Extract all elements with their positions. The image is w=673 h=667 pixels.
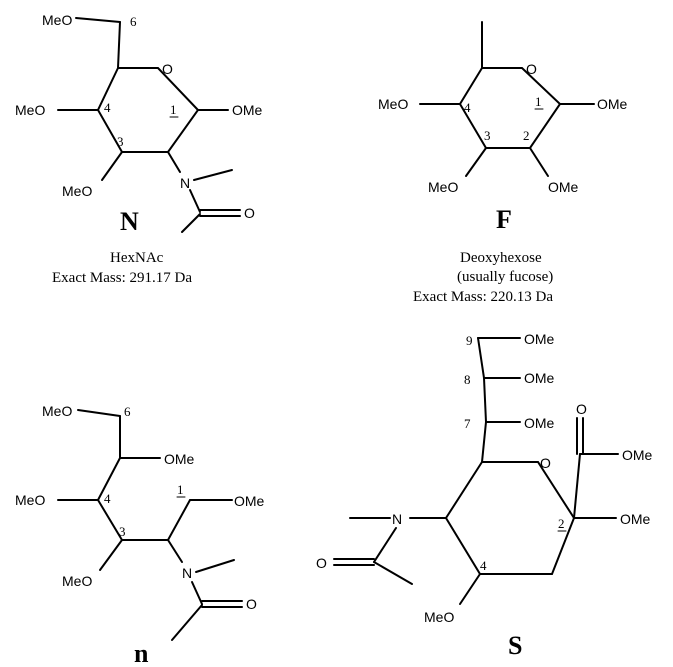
sialic-meo-4: MeO (424, 609, 454, 625)
open-hexnac-c3-ome-bond (100, 540, 122, 570)
deoxyhexose-letter: F (496, 205, 512, 234)
hexnac-c6-bond (118, 22, 120, 68)
deoxyhexose-mass: Exact Mass: 220.13 Da (413, 289, 553, 305)
sialic-pos-8: 8 (464, 372, 471, 387)
structure-sialic-acid: OMe 9 OMe 8 OMe 7 O O OMe OMe 2 MeO 4 N … (316, 331, 653, 660)
sialic-n-carbonyl-bond (374, 528, 396, 562)
hexnac-ome-1: OMe (232, 102, 263, 118)
hexnac-acetyl-methyl-bond (182, 214, 200, 232)
hexnac-c2-n-bond (168, 152, 180, 172)
sialic-ome-7: OMe (524, 415, 555, 431)
deoxyhexose-ring-oxygen: O (526, 61, 537, 77)
deoxyhexose-ome-2: OMe (548, 179, 579, 195)
sialic-letter: S (508, 631, 522, 660)
hexnac-mass: Exact Mass: 291.17 Da (52, 270, 192, 286)
hexnac-c6-ome-bond (76, 18, 120, 22)
hexnac-meo-6: MeO (42, 12, 72, 28)
deoxyhexose-note: (usually fucose) (457, 269, 553, 285)
open-hexnac-meo-4: MeO (15, 492, 45, 508)
open-hexnac-pos-1: 1 (177, 482, 184, 497)
open-hexnac-ome-1: OMe (234, 493, 265, 509)
sialic-ome-2: OMe (620, 511, 651, 527)
hexnac-ring-oxygen: O (162, 61, 173, 77)
open-hexnac-pos-4: 4 (104, 491, 111, 506)
open-hexnac-pos-6: 6 (124, 404, 131, 419)
open-hexnac-c2-n-bond (168, 540, 182, 562)
sialic-ome-8: OMe (524, 370, 555, 386)
sialic-carbonyl-oxygen-nac: O (316, 555, 327, 571)
hexnac-name: HexNAc (110, 250, 164, 266)
hexnac-letter: N (120, 207, 139, 236)
deoxyhexose-meo-4: MeO (378, 96, 408, 112)
hexnac-n-methyl-bond (194, 170, 232, 180)
open-hexnac-meo-3: MeO (62, 573, 92, 589)
deoxyhexose-name: Deoxyhexose (460, 250, 542, 266)
open-hexnac-pos-3: 3 (119, 524, 126, 539)
sialic-pos-4: 4 (480, 558, 487, 573)
deoxyhexose-ring (460, 68, 560, 148)
hexnac-nitrogen: N (180, 175, 190, 191)
deoxyhexose-pos-1: 1 (535, 94, 542, 109)
sialic-pos-9: 9 (466, 333, 473, 348)
open-hexnac-carbonyl-oxygen: O (246, 596, 257, 612)
sialic-ring-oxygen: O (540, 455, 551, 471)
deoxyhexose-c2-ome-bond (530, 148, 548, 176)
hexnac-n-carbonyl-bond (190, 190, 200, 212)
hexnac-ring (98, 68, 198, 152)
sialic-pos-2: 2 (558, 516, 565, 531)
sialic-ester-ome: OMe (622, 447, 653, 463)
open-hexnac-letter: n (134, 639, 149, 667)
open-hexnac-nitrogen: N (182, 565, 192, 581)
hexnac-c3-ome-bond (102, 152, 122, 180)
hexnac-pos-4: 4 (104, 100, 111, 115)
open-hexnac-c6-ome-bond (78, 410, 120, 416)
open-hexnac-backbone (98, 416, 226, 540)
deoxyhexose-meo-3: MeO (428, 179, 458, 195)
deoxyhexose-pos-3: 3 (484, 128, 491, 143)
hexnac-pos-1: 1 (170, 102, 177, 117)
sialic-ring (446, 462, 574, 574)
sialic-nitrogen: N (392, 511, 402, 527)
open-hexnac-n-carbonyl-bond (192, 582, 202, 604)
hexnac-pos-6: 6 (130, 14, 137, 29)
sialic-c4-ome-bond (460, 574, 480, 604)
sialic-acetyl-methyl-bond (374, 562, 412, 584)
hexnac-pos-3: 3 (117, 134, 124, 149)
sialic-pos-7: 7 (464, 416, 471, 431)
deoxyhexose-ome-1: OMe (597, 96, 628, 112)
structure-hexnac: MeO 6 O OMe 1 MeO 4 MeO 3 N O N HexNAc E… (15, 12, 263, 286)
sialic-c2-c1-bond (574, 454, 580, 518)
structure-open-hexnac: MeO 6 OMe MeO 4 MeO 3 OMe 1 N O n (15, 403, 265, 667)
deoxyhexose-c3-ome-bond (466, 148, 486, 176)
hexnac-meo-3: MeO (62, 183, 92, 199)
open-hexnac-acetyl-methyl-bond (172, 605, 202, 640)
sialic-ome-9: OMe (524, 331, 555, 347)
sialic-side-chain (478, 338, 486, 462)
open-hexnac-n-methyl-bond (196, 560, 234, 572)
deoxyhexose-pos-4: 4 (464, 100, 471, 115)
open-hexnac-ome-5: OMe (164, 451, 195, 467)
structure-deoxyhexose: O OMe 1 MeO 4 MeO 3 OMe 2 F Deoxyhexose … (378, 22, 628, 305)
deoxyhexose-pos-2: 2 (523, 128, 530, 143)
hexnac-carbonyl-oxygen: O (244, 205, 255, 221)
sialic-carbonyl-oxygen: O (576, 401, 587, 417)
hexnac-meo-4: MeO (15, 102, 45, 118)
open-hexnac-meo-6: MeO (42, 403, 72, 419)
